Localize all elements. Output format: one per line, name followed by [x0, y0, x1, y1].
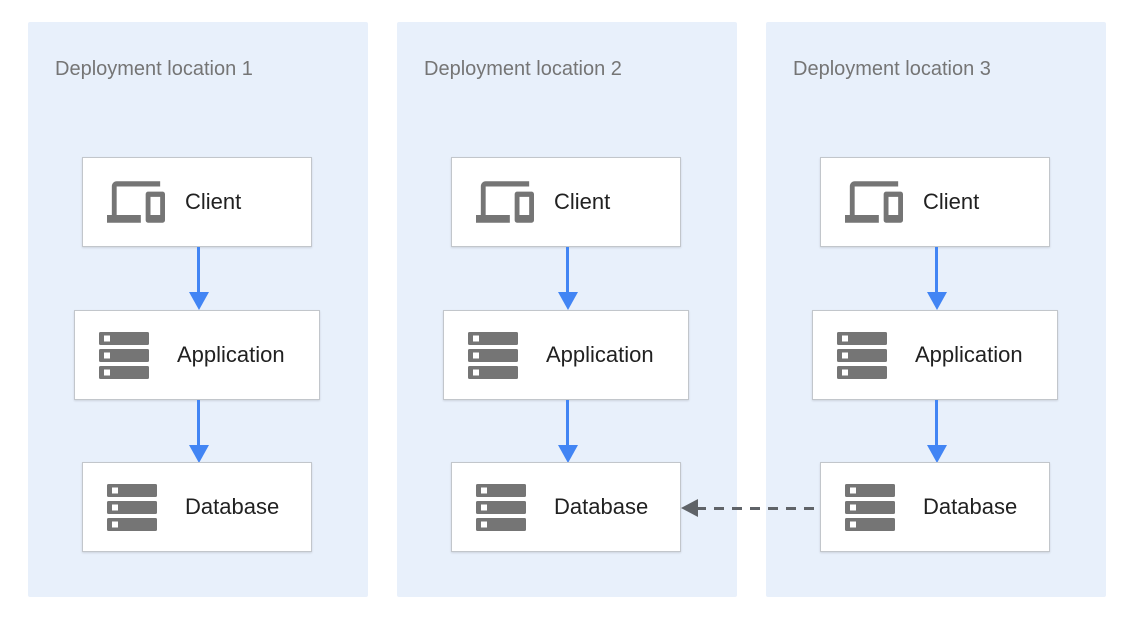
- flow-arrow-client-to-application: [557, 247, 578, 310]
- node-application: Application: [443, 310, 689, 400]
- node-label: Application: [546, 342, 654, 367]
- node-client: Client: [451, 157, 681, 247]
- server-stack-icon: [845, 483, 903, 531]
- flow-arrow-client-to-application: [188, 247, 209, 310]
- panel-deployment-location-3: Deployment location 3 Client Application…: [766, 22, 1106, 597]
- dashed-line: [696, 507, 820, 510]
- node-database: Database: [82, 462, 312, 552]
- panel-title: Deployment location 3: [793, 58, 991, 80]
- node-client: Client: [820, 157, 1050, 247]
- replication-arrow-dashed: [681, 499, 820, 518]
- flow-arrow-application-to-database: [188, 400, 209, 463]
- node-label: Database: [923, 494, 1018, 519]
- devices-icon: [476, 180, 534, 224]
- server-stack-icon: [476, 483, 534, 531]
- devices-icon: [107, 180, 165, 224]
- flow-arrow-application-to-database: [926, 400, 947, 463]
- node-label: Database: [554, 494, 649, 519]
- arrowhead-left-icon: [681, 499, 698, 517]
- panel-title: Deployment location 2: [424, 58, 622, 80]
- node-label: Client: [923, 189, 980, 214]
- server-stack-icon: [837, 331, 895, 379]
- server-stack-icon: [107, 483, 165, 531]
- panel-title: Deployment location 1: [55, 58, 253, 80]
- node-label: Database: [185, 494, 280, 519]
- panel-deployment-location-1: Deployment location 1 Client Application…: [28, 22, 368, 597]
- node-label: Client: [554, 189, 611, 214]
- node-application: Application: [74, 310, 320, 400]
- node-label: Application: [915, 342, 1023, 367]
- flow-arrow-application-to-database: [557, 400, 578, 463]
- panel-deployment-location-2: Deployment location 2 Client Application…: [397, 22, 737, 597]
- server-stack-icon: [99, 331, 157, 379]
- node-application: Application: [812, 310, 1058, 400]
- flow-arrow-client-to-application: [926, 247, 947, 310]
- node-label: Application: [177, 342, 285, 367]
- node-client: Client: [82, 157, 312, 247]
- node-database: Database: [820, 462, 1050, 552]
- node-database: Database: [451, 462, 681, 552]
- devices-icon: [845, 180, 903, 224]
- node-label: Client: [185, 189, 242, 214]
- server-stack-icon: [468, 331, 526, 379]
